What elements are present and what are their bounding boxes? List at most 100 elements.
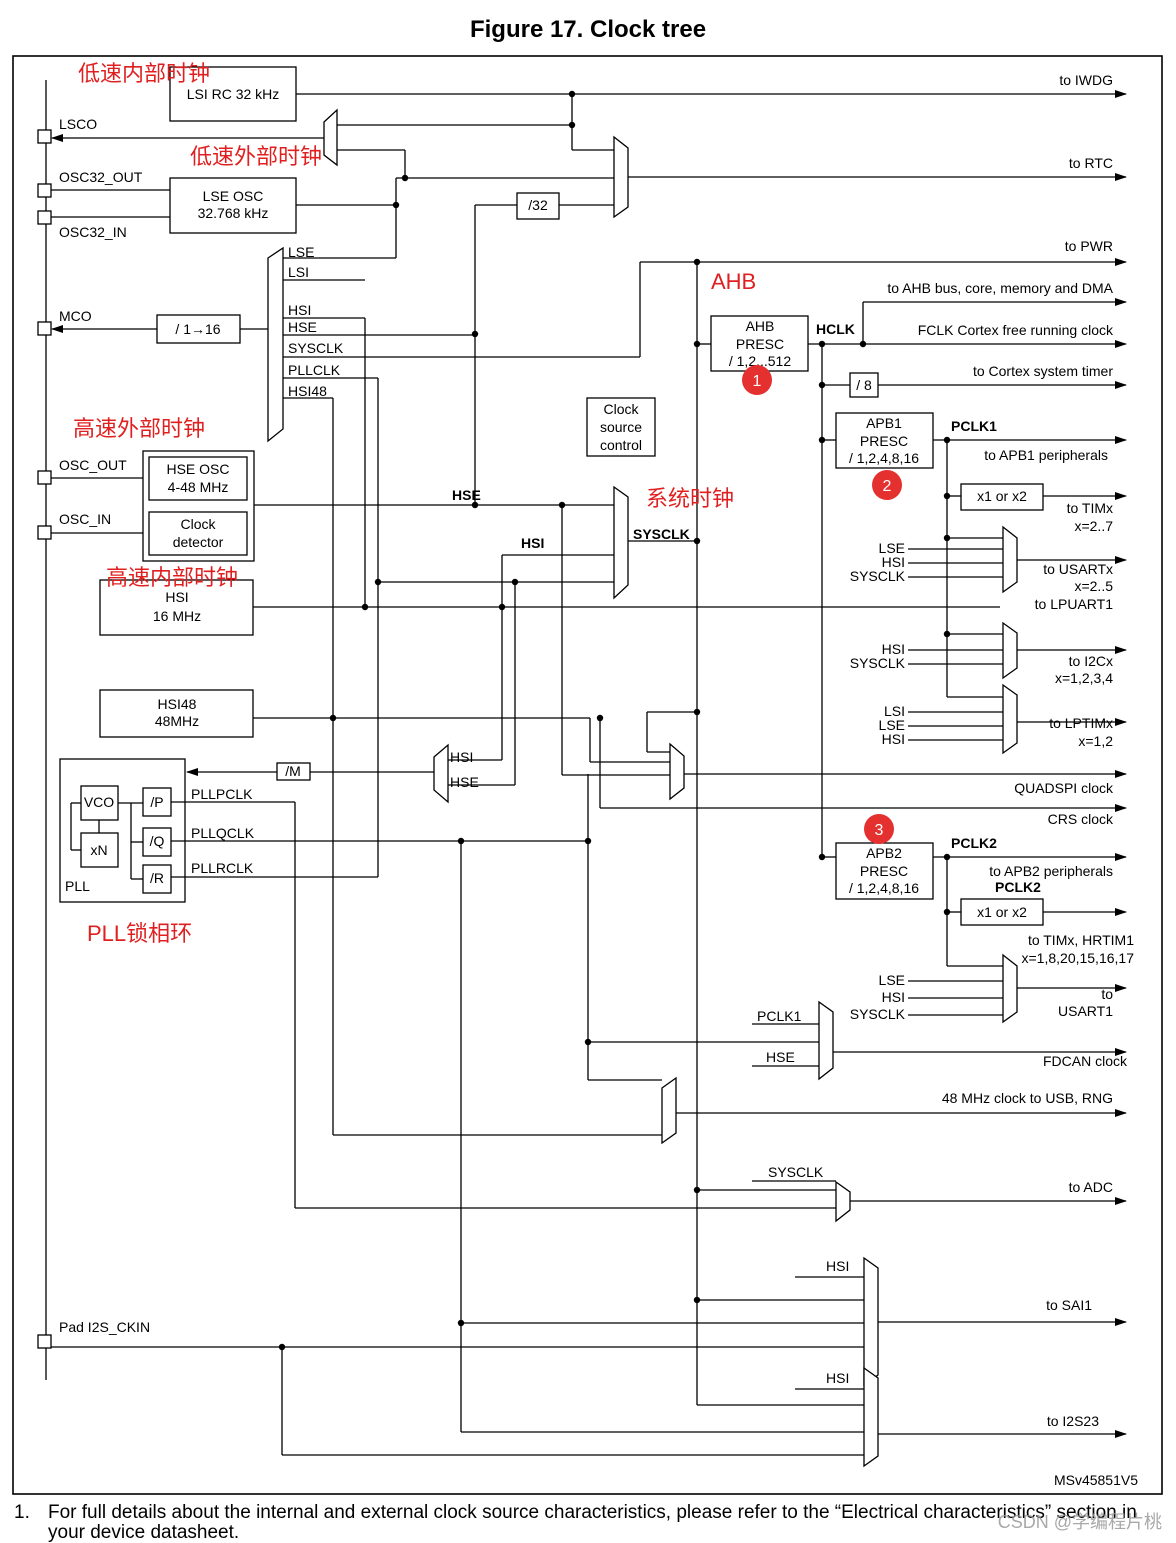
sig-pclk2-b: PCLK2 [995, 879, 1041, 895]
pin-lsco: LSCO [37, 116, 97, 144]
out-usart1-line1: to [1101, 986, 1113, 1002]
out-adc: to ADC [1069, 1179, 1113, 1195]
usart1-in-hsi: HSI [882, 989, 905, 1005]
i2cx-mux [1002, 621, 1018, 680]
lse-osc-block: LSE OSC 32.768 kHz [169, 177, 297, 234]
lptim-in-lse: LSE [879, 717, 905, 733]
pin-lsco-label: LSCO [59, 116, 97, 132]
usb-mux [661, 1076, 677, 1145]
x1x2-a-block: x1 or x2 [960, 483, 1044, 511]
lsi-rc-label: LSI RC 32 kHz [187, 86, 280, 102]
out-sai1: to SAI1 [1046, 1297, 1092, 1313]
pll-p-label: /P [150, 794, 163, 810]
pll-label: PLL [65, 878, 90, 894]
apb2-presc-line1: APB2 [866, 845, 902, 861]
ahb-presc-block: AHB PRESC / 1,2,..512 [710, 315, 809, 372]
pin-mco: MCO [37, 308, 92, 336]
sysclk-mux [613, 485, 629, 600]
out-fclk: FCLK Cortex free running clock [918, 322, 1114, 338]
annotation-pll: PLL锁相环 [87, 921, 192, 946]
figure-id: MSv45851V5 [1054, 1472, 1138, 1488]
pin-osc-in: OSC_IN [37, 511, 111, 540]
hsi-block: HSI 16 MHz [99, 579, 254, 636]
pll-m-block: /M [276, 762, 311, 781]
apb1-presc-line3: / 1,2,4,8,16 [849, 450, 919, 466]
i2s23-mux [863, 1366, 879, 1468]
usart1-in-lse: LSE [879, 972, 905, 988]
out-timx1-line2: x=2..7 [1074, 518, 1113, 534]
pll-src-in-hsi: HSI [450, 749, 473, 765]
pll-out-pllrclk: PLLRCLK [191, 860, 254, 876]
pll-src-mux [433, 743, 449, 804]
out-i2cx-line1: to I2Cx [1069, 653, 1113, 669]
apb2-presc-line2: PRESC [860, 863, 908, 879]
badge-3-label: 3 [875, 822, 884, 839]
usart-in-hsi: HSI [882, 554, 905, 570]
fdcan-in-pclk1: PCLK1 [757, 1008, 802, 1024]
apb2-presc-line3: / 1,2,4,8,16 [849, 880, 919, 896]
csc-line1: Clock [603, 401, 639, 417]
adc-in-sysclk: SYSCLK [768, 1164, 824, 1180]
footnote-text: For full details about the internal and … [48, 1502, 1137, 1543]
watermark: CSDN @学编程片桃 [997, 1512, 1162, 1532]
pin-mco-label: MCO [59, 308, 92, 324]
pll-block: VCO xN /P /Q /R PLL [59, 758, 186, 903]
out-systick: to Cortex system timer [973, 363, 1113, 379]
out-ahb: to AHB bus, core, memory and DMA [887, 280, 1113, 296]
pll-out-pllpclk: PLLPCLK [191, 786, 253, 802]
annotation-lsi: 低速内部时钟 [78, 61, 210, 86]
clock-tree-diagram: LSCO OSC32_OUT OSC32_IN MCO OSC_OUT OSC_… [12, 55, 1163, 1495]
out-apb1: to APB1 peripherals [984, 447, 1108, 463]
mco-in-sysclk: SYSCLK [288, 340, 344, 356]
hsi-line2: 16 MHz [153, 608, 201, 624]
mco-mux [267, 246, 284, 443]
mco-in-pllclk: PLLCLK [288, 362, 341, 378]
out-usb: 48 MHz clock to USB, RNG [942, 1090, 1113, 1106]
pin-osc-out: OSC_OUT [37, 457, 127, 485]
sig-hclk: HCLK [816, 321, 855, 337]
div8-label: / 8 [856, 377, 872, 393]
adc-mux [835, 1180, 851, 1223]
pin-osc32-out-label: OSC32_OUT [59, 169, 143, 185]
fdcan-in-hse: HSE [766, 1049, 795, 1065]
mco-in-hse: HSE [288, 319, 317, 335]
apb1-presc-line2: PRESC [860, 433, 908, 449]
hsi-line1: HSI [165, 589, 188, 605]
clock-source-control-block: Clock source control [586, 397, 656, 457]
sai1-mux [863, 1256, 879, 1387]
annotation-hsi: 高速内部时钟 [106, 565, 238, 590]
pin-osc32-out: OSC32_OUT [37, 169, 143, 198]
hsi48-line1: HSI48 [158, 696, 197, 712]
x1x2-a-label: x1 or x2 [977, 488, 1027, 504]
out-i2cx-line2: x=1,2,3,4 [1055, 670, 1113, 686]
usart1-mux [1002, 953, 1018, 1024]
out-iwdg: to IWDG [1059, 72, 1113, 88]
out-usartx-line3: to LPUART1 [1035, 596, 1114, 612]
hsi48-block: HSI48 48MHz [99, 689, 254, 738]
out-apb2: to APB2 peripherals [989, 863, 1113, 879]
out-usartx-line2: x=2..5 [1074, 578, 1113, 594]
sig-hsi: HSI [521, 535, 544, 551]
pin-i2s-ckin: Pad I2S_CKIN [37, 1319, 150, 1349]
figure-title: Figure 17. Clock tree [469, 16, 707, 43]
pll-src-in-hse: HSE [450, 774, 479, 790]
hse-osc-line2: 4-48 MHz [168, 479, 229, 495]
lptim-in-lsi: LSI [884, 703, 905, 719]
annotation-hse: 高速外部时钟 [73, 416, 205, 441]
pll-r-label: /R [150, 870, 164, 886]
i2c-in-hsi: HSI [882, 641, 905, 657]
mco-div-label: / 1→16 [175, 321, 220, 337]
pin-osc32-in: OSC32_IN [37, 210, 127, 240]
mco-in-hsi: HSI [288, 302, 311, 318]
sig-pclk1: PCLK1 [951, 418, 997, 434]
hse-osc-line1: HSE OSC [166, 461, 229, 477]
pin-i2s-ckin-label: Pad I2S_CKIN [59, 1319, 150, 1335]
div8-block: / 8 [849, 372, 879, 398]
out-i2s23: to I2S23 [1047, 1413, 1099, 1429]
apb1-presc-block: APB1 PRESC / 1,2,4,8,16 [835, 412, 934, 469]
pll-out-pllqclk: PLLQCLK [191, 825, 255, 841]
sig-sysclk: SYSCLK [633, 526, 690, 542]
out-crs: CRS clock [1048, 811, 1114, 827]
pll-q-label: /Q [150, 833, 165, 849]
i2s-in-hsi: HSI [826, 1370, 849, 1386]
